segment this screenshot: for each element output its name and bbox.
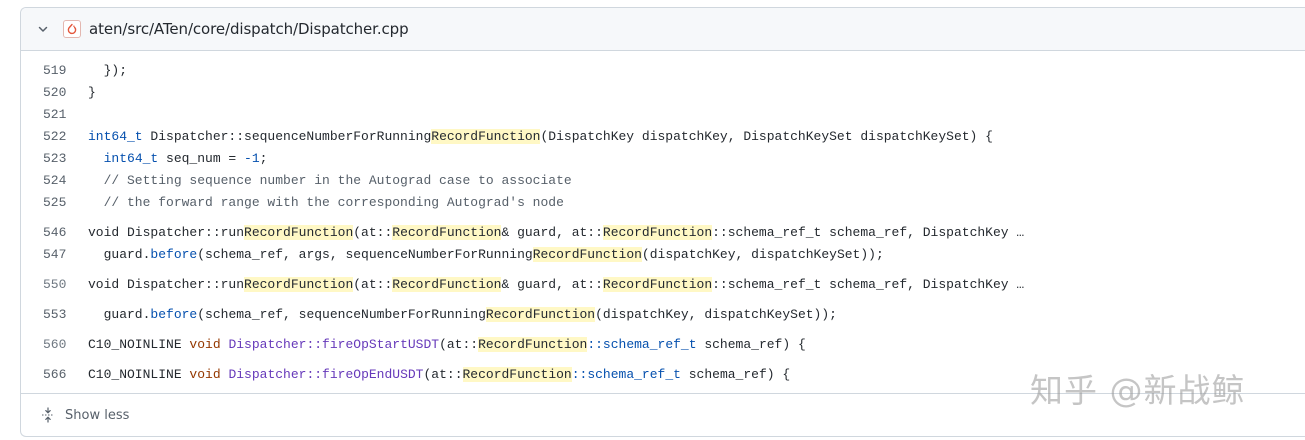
line-content: } <box>88 84 96 100</box>
line-number[interactable]: 546 <box>43 224 67 240</box>
code-hunk: 550 void Dispatcher::runRecordFunction(a… <box>21 273 1305 295</box>
code-line: 566 C10_NOINLINE void Dispatcher::fireOp… <box>21 363 1305 385</box>
code-line: 550 void Dispatcher::runRecordFunction(a… <box>21 273 1305 295</box>
line-content: void Dispatcher::runRecordFunction(at::R… <box>88 276 1025 292</box>
code-line: 521 <box>21 103 1305 125</box>
search-match: RecordFunction <box>602 224 713 240</box>
code-hunk: 560 C10_NOINLINE void Dispatcher::fireOp… <box>21 333 1305 355</box>
line-content: int64_t Dispatcher::sequenceNumberForRun… <box>88 128 993 144</box>
code-line: 553 guard.before(schema_ref, sequenceNum… <box>21 303 1305 325</box>
search-match: RecordFunction <box>532 246 642 262</box>
line-content: guard.before(schema_ref, args, sequenceN… <box>88 246 884 262</box>
line-number[interactable]: 520 <box>43 84 67 100</box>
line-content: C10_NOINLINE void Dispatcher::fireOpStar… <box>88 336 806 352</box>
line-content: int64_t seq_num = -1; <box>103 150 268 166</box>
code-line: 522 int64_t Dispatcher::sequenceNumberFo… <box>21 125 1305 147</box>
code-hunk: 553 guard.before(schema_ref, sequenceNum… <box>21 303 1305 325</box>
code-search-result: aten/src/ATen/core/dispatch/Dispatcher.c… <box>20 7 1305 437</box>
code-line: 525 // the forward range with the corres… <box>21 191 1305 213</box>
file-header: aten/src/ATen/core/dispatch/Dispatcher.c… <box>21 8 1305 51</box>
line-number[interactable]: 547 <box>43 246 67 262</box>
pytorch-flame-icon <box>63 20 81 38</box>
search-match: RecordFunction <box>244 276 354 292</box>
search-match: RecordFunction <box>431 128 541 144</box>
search-match: RecordFunction <box>244 224 354 240</box>
line-content: }); <box>88 62 128 78</box>
line-number[interactable]: 524 <box>43 172 67 188</box>
line-content: void Dispatcher::runRecordFunction(at::R… <box>88 224 1025 240</box>
line-content: // Setting sequence number in the Autogr… <box>88 172 572 188</box>
line-content: // the forward range with the correspond… <box>88 194 564 210</box>
search-match: RecordFunction <box>485 306 596 322</box>
code-snippet: 519 }); 520 } 521 522 int64_t Dispatcher… <box>21 51 1305 385</box>
line-number[interactable]: 519 <box>43 62 67 78</box>
code-line: 519 }); <box>21 59 1305 81</box>
search-match: RecordFunction <box>462 366 572 382</box>
code-hunk: 519 }); 520 } 521 522 int64_t Dispatcher… <box>21 59 1305 213</box>
code-line: 523 int64_t seq_num = -1; <box>21 147 1305 169</box>
search-match: RecordFunction <box>392 224 502 240</box>
line-number[interactable]: 525 <box>43 194 67 210</box>
code-hunk: 566 C10_NOINLINE void Dispatcher::fireOp… <box>21 363 1305 385</box>
line-number[interactable]: 553 <box>43 306 67 322</box>
code-line: 560 C10_NOINLINE void Dispatcher::fireOp… <box>21 333 1305 355</box>
show-less-button[interactable]: Show less <box>21 393 1305 436</box>
code-line: 546 void Dispatcher::runRecordFunction(a… <box>21 221 1305 243</box>
line-number[interactable]: 523 <box>43 150 67 166</box>
code-line: 547 guard.before(schema_ref, args, seque… <box>21 243 1305 265</box>
chevron-down-icon[interactable] <box>35 21 51 37</box>
fold-icon <box>40 407 56 423</box>
code-hunk: 546 void Dispatcher::runRecordFunction(a… <box>21 221 1305 265</box>
line-number[interactable]: 566 <box>43 366 67 382</box>
line-content: guard.before(schema_ref, sequenceNumberF… <box>88 306 837 322</box>
code-line: 524 // Setting sequence number in the Au… <box>21 169 1305 191</box>
line-number[interactable]: 521 <box>43 106 67 122</box>
line-content: C10_NOINLINE void Dispatcher::fireOpEndU… <box>88 366 791 382</box>
line-number[interactable]: 560 <box>43 336 67 352</box>
code-line: 520 } <box>21 81 1305 103</box>
line-number[interactable]: 522 <box>43 128 67 144</box>
search-match: RecordFunction <box>602 276 713 292</box>
search-match: RecordFunction <box>392 276 502 292</box>
file-path-link[interactable]: aten/src/ATen/core/dispatch/Dispatcher.c… <box>89 20 409 38</box>
search-match: RecordFunction <box>478 336 588 352</box>
line-number[interactable]: 550 <box>43 276 67 292</box>
show-less-label: Show less <box>65 407 130 423</box>
